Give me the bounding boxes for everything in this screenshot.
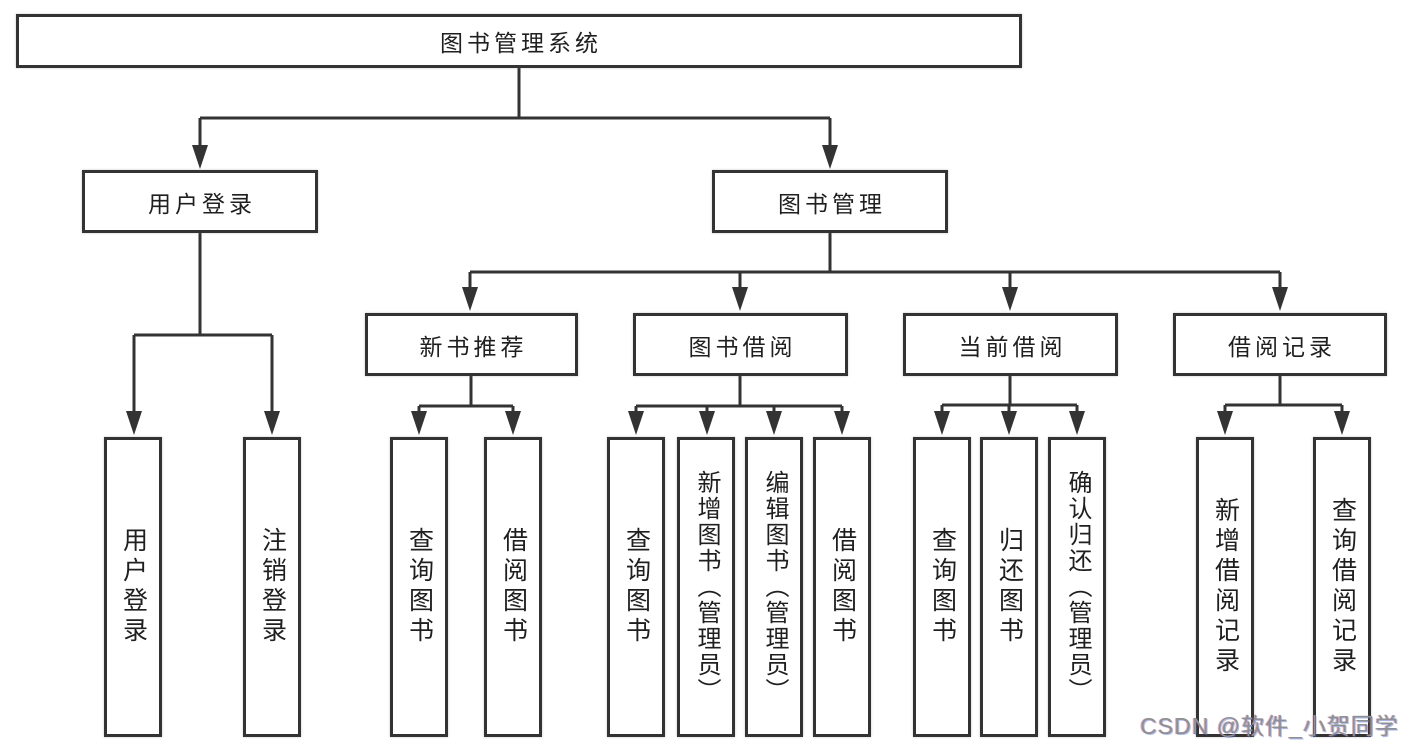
node-system-root: 图书管理系统 <box>16 14 1022 68</box>
connector-book-management-to-level3 <box>468 233 1282 290</box>
leaf-label: 注销登录 <box>258 527 287 647</box>
node-borrow-records: 借阅记录 <box>1173 313 1387 376</box>
node-book-management: 图书管理 <box>712 170 948 233</box>
arrow-down-icon <box>834 411 850 435</box>
connector-borrow-to-leaves <box>634 376 844 414</box>
leaf-query-books-current: 查询图书 <box>913 437 971 737</box>
arrow-down-icon <box>264 411 280 435</box>
leaf-label: 用户登录 <box>119 527 148 647</box>
connector-records-to-leaves <box>1223 376 1344 414</box>
node-label: 图书管理系统 <box>440 30 602 56</box>
leaf-user-login: 用户登录 <box>104 437 162 737</box>
node-label: 借阅记录 <box>1228 333 1336 360</box>
leaf-label: 借阅图书 <box>499 527 528 647</box>
leaf-borrow-books: 借阅图书 <box>813 437 871 737</box>
node-book-borrow: 图书借阅 <box>633 313 848 376</box>
leaf-label: 归还图书 <box>995 527 1024 647</box>
arrow-down-icon <box>1002 287 1018 311</box>
arrow-down-icon <box>934 411 950 435</box>
node-label: 图书管理 <box>778 190 886 217</box>
arrow-down-icon <box>628 411 644 435</box>
connector-paths <box>132 68 1344 414</box>
arrow-down-icon <box>1217 411 1233 435</box>
arrow-down-icon <box>462 287 478 311</box>
leaf-label: 查询图书 <box>405 527 434 647</box>
arrow-down-icon <box>411 411 427 435</box>
leaf-confirm-return-admin: 确认归还（管理员） <box>1048 437 1106 737</box>
node-label: 用户登录 <box>148 190 256 217</box>
connector-current-to-leaves <box>940 376 1079 414</box>
csdn-watermark: CSDN @软件_小贺同学 <box>1140 713 1399 739</box>
arrow-down-icon <box>505 411 521 435</box>
leaf-edit-book-admin: 编辑图书（管理员） <box>745 437 803 737</box>
leaf-label: 借阅图书 <box>828 527 857 647</box>
node-new-book-recommend: 新书推荐 <box>365 313 578 376</box>
leaf-query-books-borrow: 查询图书 <box>607 437 665 737</box>
leaf-label: 新增借阅记录 <box>1211 497 1240 677</box>
leaf-label: 查询借阅记录 <box>1328 497 1357 677</box>
leaf-label: 新增图书（管理员） <box>693 470 720 704</box>
arrow-down-icon <box>699 411 715 435</box>
leaf-label: 查询图书 <box>622 527 651 647</box>
node-label: 新书推荐 <box>419 333 528 360</box>
arrow-down-icon <box>766 411 782 435</box>
node-current-borrow: 当前借阅 <box>903 313 1118 376</box>
arrow-down-icon <box>822 145 838 169</box>
arrow-down-icon <box>1001 411 1017 435</box>
leaf-label: 查询图书 <box>928 527 957 647</box>
arrow-down-icon <box>732 287 748 311</box>
leaf-query-borrow-record: 查询借阅记录 <box>1313 437 1371 737</box>
node-user-login: 用户登录 <box>82 170 318 233</box>
leaf-logout: 注销登录 <box>243 437 301 737</box>
arrow-down-icon <box>1069 411 1085 435</box>
leaf-query-books-recommend: 查询图书 <box>390 437 448 737</box>
leaf-borrow-books-recommend: 借阅图书 <box>484 437 542 737</box>
leaf-add-borrow-record: 新增借阅记录 <box>1196 437 1254 737</box>
arrow-down-icon <box>192 145 208 169</box>
arrow-down-icon <box>126 411 142 435</box>
arrowheads <box>126 145 1350 435</box>
connector-recommend-to-leaves <box>417 376 515 414</box>
node-label: 当前借阅 <box>958 333 1067 360</box>
arrow-down-icon <box>1272 287 1288 311</box>
connector-root-to-level2 <box>198 68 832 150</box>
connector-user-login-to-leaves <box>132 233 274 414</box>
arrow-down-icon <box>1334 411 1350 435</box>
node-label: 图书借阅 <box>688 333 797 360</box>
leaf-add-book-admin: 新增图书（管理员） <box>677 437 735 737</box>
leaf-label: 编辑图书（管理员） <box>761 470 788 704</box>
leaf-label: 确认归还（管理员） <box>1064 470 1091 704</box>
leaf-return-book: 归还图书 <box>980 437 1038 737</box>
